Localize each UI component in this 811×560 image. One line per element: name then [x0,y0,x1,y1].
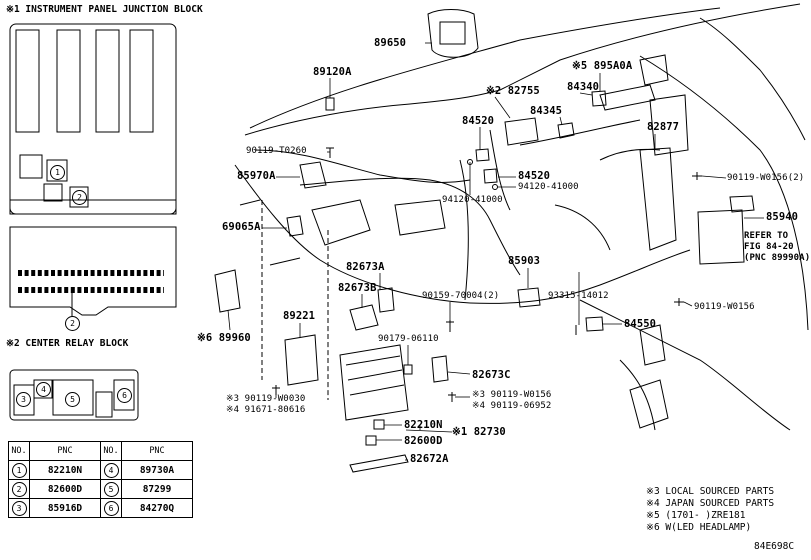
callout-2-top: 2 [72,190,87,205]
part-90119-06952[interactable]: ※4 90119-06952 [472,401,552,411]
part-93315-14012[interactable]: 93315-14012 [548,291,609,301]
ip-junction-block-drawing [9,23,177,316]
row-number: 6 [103,500,119,516]
callout-6: 6 [117,388,132,403]
part-89650[interactable]: 89650 [374,37,407,49]
part-90179-06110[interactable]: 90179-06110 [378,334,439,344]
part-84520-top[interactable]: 84520 [462,115,495,127]
header-pnc-2: PNC [121,441,193,461]
callout-1: 1 [50,165,65,180]
part-82877[interactable]: 82877 [647,121,680,133]
row-number: 1 [11,462,27,478]
refer-to-line1: REFER TO [744,231,789,241]
part-82672A[interactable]: 82672A [410,453,449,465]
header-no-1: NO. [8,441,30,461]
part-82673C[interactable]: 82673C [472,369,511,381]
part-89221[interactable]: 89221 [283,310,316,322]
note-local-sourced: ※3 LOCAL SOURCED PARTS [646,486,775,497]
part-84520-bottom[interactable]: 84520 [518,170,551,182]
note-japan-sourced: ※4 JAPAN SOURCED PARTS [646,498,775,509]
part-85903[interactable]: 85903 [508,255,541,267]
row-number: 4 [103,462,119,478]
center-relay-block-drawing [9,369,139,421]
callout-3: 3 [16,392,31,407]
part-90119-T0260[interactable]: 90119-T0260 [246,146,307,156]
note-led-headlamp: ※6 W(LED HEADLAMP) [646,522,752,533]
note-zre181: ※5 (1701- )ZRE181 [646,510,746,521]
part-89960[interactable]: ※6 89960 [197,332,251,344]
part-89120A[interactable]: 89120A [313,66,352,78]
callout-4: 4 [36,382,51,397]
part-90159-70004-2[interactable]: 90159-70004(2) [422,291,500,301]
table-row: 3 85916D 6 84270Q [8,498,193,518]
dashboard-outline [234,3,809,431]
part-82730[interactable]: ※1 82730 [452,426,506,438]
figure-code: 84E698C [754,541,795,552]
part-85970A[interactable]: 85970A [237,170,276,182]
part-90119-W0156-3[interactable]: ※3 90119-W0156 [472,390,552,400]
part-84340[interactable]: 84340 [567,81,600,93]
parts-drawing [214,9,755,473]
table-row: 1 82210N 4 89730A [8,460,193,480]
pnc-cell[interactable]: 87299 [121,479,193,499]
row-number: 5 [103,481,119,497]
part-69065A[interactable]: 69065A [222,221,261,233]
row-number: 2 [11,481,27,497]
refer-to-line3: (PNC 89990A) [744,253,811,263]
part-94120-41000-left[interactable]: 94120-41000 [442,195,503,205]
part-85940[interactable]: 85940 [766,211,799,223]
part-91671-80616[interactable]: ※4 91671-80616 [226,405,306,415]
part-82600D[interactable]: 82600D [404,435,443,447]
center-relay-block-title: ※2 CENTER RELAY BLOCK [6,338,129,349]
pnc-table-header: NO. PNC NO. PNC [8,441,193,461]
part-90119-W0156[interactable]: 90119-W0156 [694,302,755,312]
pnc-table: NO. PNC NO. PNC 1 82210N 4 89730A 2 8260… [8,441,193,518]
callout-2: 2 [65,316,80,331]
part-94120-41000-right[interactable]: 94120-41000 [518,182,579,192]
pnc-cell[interactable]: 82600D [29,479,101,499]
pnc-cell[interactable]: 85916D [29,498,101,518]
header-pnc-1: PNC [29,441,101,461]
pnc-cell[interactable]: 89730A [121,460,193,480]
part-90119-W0156-2[interactable]: 90119-W0156(2) [727,173,805,183]
row-number: 3 [11,500,27,516]
pnc-cell[interactable]: 82210N [29,460,101,480]
refer-to-line2[interactable]: FIG 84-20 [744,242,794,252]
part-90119-W0030[interactable]: ※3 90119-W0030 [226,394,306,404]
header-no-2: NO. [100,441,122,461]
table-row: 2 82600D 5 87299 [8,479,193,499]
part-82673A[interactable]: 82673A [346,261,385,273]
part-84550[interactable]: 84550 [624,318,657,330]
pnc-cell[interactable]: 84270Q [121,498,193,518]
callout-5: 5 [65,392,80,407]
footnotes: ※3 LOCAL SOURCED PARTS ※4 JAPAN SOURCED … [646,486,774,534]
part-895A0A[interactable]: ※5 895A0A [572,60,633,72]
part-82210N[interactable]: 82210N [404,419,443,431]
part-84345[interactable]: 84345 [530,105,563,117]
ip-junction-block-title: ※1 INSTRUMENT PANEL JUNCTION BLOCK [6,4,203,15]
part-82755[interactable]: ※2 82755 [486,85,540,97]
part-82673B[interactable]: 82673B [338,282,377,294]
leader-lines [227,42,764,461]
